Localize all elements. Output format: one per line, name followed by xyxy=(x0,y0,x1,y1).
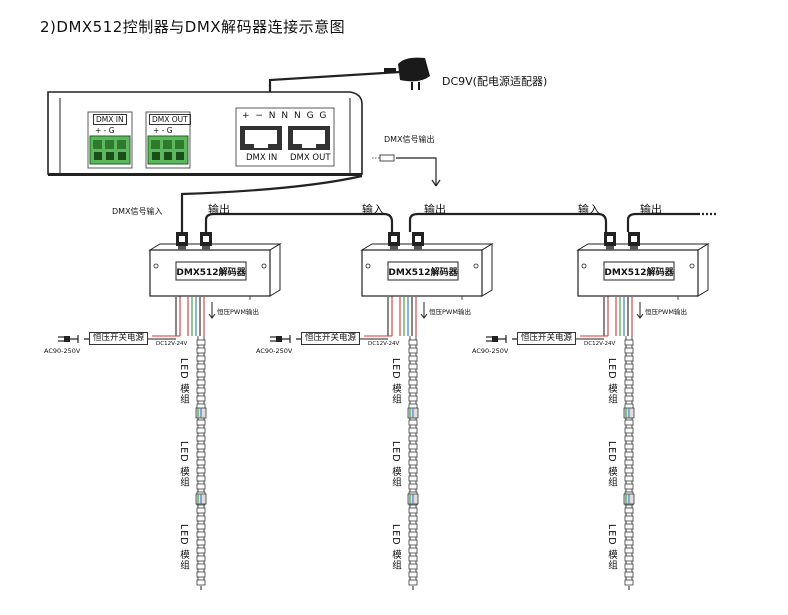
decoder-connector-in xyxy=(176,232,188,250)
decoder-output-label: 输出 xyxy=(208,203,230,216)
decoder-connector-out xyxy=(200,232,212,250)
dmx-in-terminal-frame xyxy=(87,111,133,169)
decoder-connector-in xyxy=(604,232,616,250)
decoder-connector-out xyxy=(628,232,640,250)
pwm-output-label: 恒压PWM输出 xyxy=(645,308,687,316)
dmx-in-terminal-label: DMX IN xyxy=(93,114,127,125)
dmx-decoder-3 xyxy=(486,232,710,590)
ac-input-label: AC90-250V xyxy=(256,347,293,355)
psu-label: 恒压开关电源 xyxy=(517,332,577,345)
dc-output-label: DC12V-24V xyxy=(156,341,188,347)
decoder-input-label: 输入 xyxy=(578,203,600,216)
rj45-in-port xyxy=(240,126,282,150)
dmx-controller xyxy=(47,91,363,176)
dc-output-label: DC12V-24V xyxy=(584,341,616,347)
rj45-in-label: DMX IN xyxy=(246,153,278,163)
arrow-down-icon xyxy=(431,179,441,187)
pwm-output-label: 恒压PWM输出 xyxy=(429,308,471,316)
dmx-out-terminal-label: DMX OUT xyxy=(149,114,191,125)
dmx-in-pin-labels: + - G xyxy=(95,126,115,135)
dmx-in-terminal-block xyxy=(89,135,131,165)
decoder-output-label: 输出 xyxy=(424,203,446,216)
adapter-cable xyxy=(268,70,401,92)
decoder-output-label: 输出 xyxy=(640,203,662,216)
psu-label: 恒压开关电源 xyxy=(301,332,361,345)
chain-cable-3 xyxy=(626,212,700,232)
led-module-label: LED 模组 xyxy=(606,524,617,571)
decoder-name: DMX512解码器 xyxy=(604,268,674,278)
page-title: 2)DMX512控制器与DMX解码器连接示意图 xyxy=(40,18,346,36)
rj45-frame xyxy=(235,107,335,167)
led-module-label: LED 模组 xyxy=(390,524,401,571)
signal-in-label: DMX信号输入 xyxy=(112,207,163,216)
led-module-label: LED 模组 xyxy=(178,358,189,405)
rj45-pin-labels: + − N N N G G xyxy=(242,111,328,121)
psu-label: 恒压开关电源 xyxy=(89,332,149,345)
signal-out-label: DMX信号输出 xyxy=(384,135,435,144)
dmx-out-terminal-block xyxy=(147,135,189,165)
decoder-name: DMX512解码器 xyxy=(176,268,246,278)
led-module-label: LED 模组 xyxy=(606,441,617,488)
dmx-decoder-1 xyxy=(58,232,282,590)
dc-output-label: DC12V-24V xyxy=(368,341,400,347)
decoder-connector-out xyxy=(412,232,424,250)
decoder-name: DMX512解码器 xyxy=(388,268,458,278)
led-module-label: LED 模组 xyxy=(178,524,189,571)
rj45-out-label: DMX OUT xyxy=(290,153,331,163)
dmx-out-pin-labels: + - G xyxy=(153,126,173,135)
led-module-label: LED 模组 xyxy=(390,358,401,405)
power-adapter-icon xyxy=(384,57,430,90)
decoder-connector-in xyxy=(388,232,400,250)
ac-input-label: AC90-250V xyxy=(472,347,509,355)
led-module-label: LED 模组 xyxy=(178,441,189,488)
dmx-out-terminal-frame xyxy=(145,111,191,169)
ac-input-label: AC90-250V xyxy=(44,347,81,355)
chain-cable-1 xyxy=(204,212,394,232)
led-module-label: LED 模组 xyxy=(606,358,617,405)
rj45-out-port xyxy=(288,126,330,150)
decoder-input-label: 输入 xyxy=(362,203,384,216)
adapter-label: DC9V(配电源适配器) xyxy=(442,75,548,88)
chain-cable-2 xyxy=(408,212,608,232)
pwm-output-label: 恒压PWM输出 xyxy=(217,308,259,316)
led-module-label: LED 模组 xyxy=(390,441,401,488)
signal-out-cable xyxy=(396,157,437,186)
signal-cable-1 xyxy=(180,174,363,232)
rj45-plug-icon xyxy=(372,154,395,162)
dmx-decoder-2 xyxy=(270,232,494,590)
